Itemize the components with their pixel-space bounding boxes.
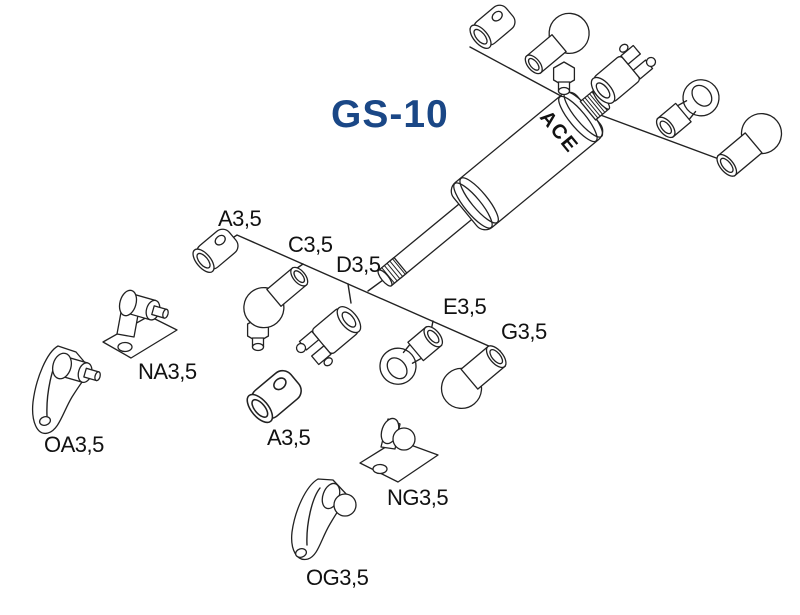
part-flat-bracket-ng35	[359, 417, 439, 483]
gas-spring-cylinder: ACE	[377, 89, 611, 287]
label-eyelet-a35: A3,5	[218, 206, 262, 231]
label-clevis-d35: D3,5	[336, 252, 381, 277]
label-eyelet-spare-a35: A3,5	[267, 425, 311, 450]
part-swivel-bracket-oa35	[31, 345, 101, 434]
label-bracket-ng35: NG3,5	[387, 485, 448, 510]
part-rod-end-eye-body-end	[648, 71, 728, 147]
part-clevis-d35	[292, 301, 371, 376]
part-swivel-bracket-og35	[291, 478, 357, 561]
part-ball-cup-body-end	[706, 104, 791, 184]
label-bracket-og35: OG3,5	[306, 565, 369, 590]
label-bracket-oa35: OA3,5	[44, 432, 104, 457]
stub-thread-hatch	[582, 91, 608, 119]
part-labels: A3,5 C3,5 D3,5 E3,5 G3,5 NA3,5 OA3,5 A3,…	[44, 206, 547, 590]
part-rod-end-eye-e35	[371, 317, 451, 393]
part-eyelet-body-end	[465, 0, 520, 53]
part-ball-cup-g35	[432, 338, 517, 418]
cylinder-body	[450, 91, 604, 231]
part-flat-bracket-na35	[102, 289, 178, 359]
part-eyelet-spare-a35	[241, 365, 307, 428]
label-ball-socket-c35: C3,5	[288, 232, 333, 257]
leader-stub-rod	[367, 279, 384, 292]
mounting-brackets	[31, 289, 439, 561]
leader-stub-d	[347, 283, 352, 304]
hex-nut-body-end	[552, 61, 576, 96]
part-eyelet-a35	[188, 224, 243, 277]
label-ball-cup-g35: G3,5	[501, 319, 547, 344]
label-bracket-na35: NA3,5	[138, 359, 197, 384]
label-rod-end-e35: E3,5	[443, 294, 487, 319]
page-title: GS-10	[331, 93, 449, 136]
rod-thread-hatch	[381, 258, 406, 284]
